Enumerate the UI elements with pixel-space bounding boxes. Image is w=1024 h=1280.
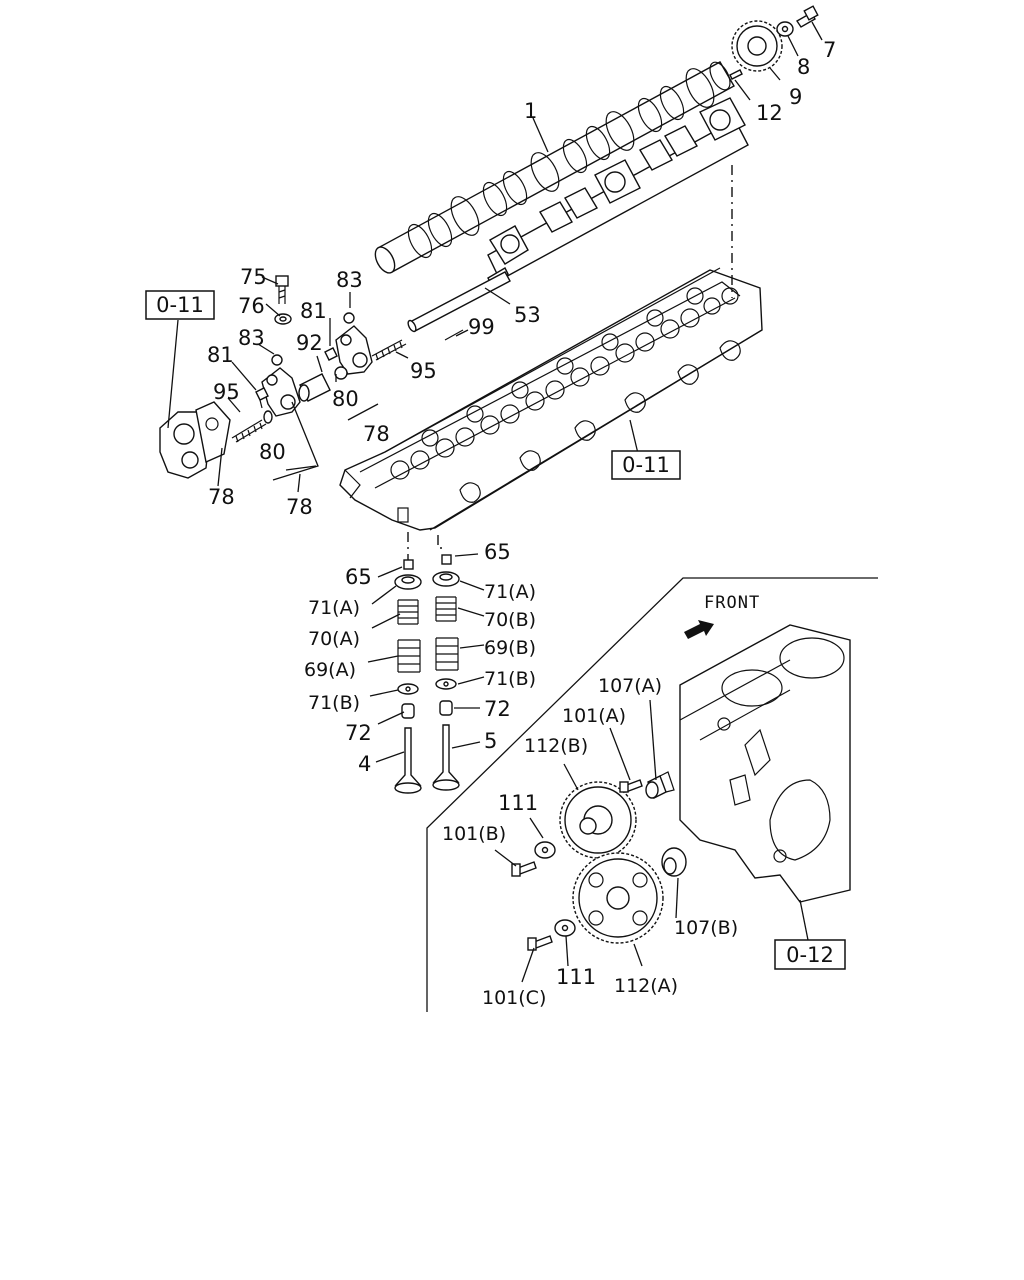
front-label: FRONT xyxy=(704,593,760,613)
ref-label: 0-12 xyxy=(786,943,834,967)
part-label: 69(A) xyxy=(304,659,356,681)
bush-92 xyxy=(298,373,331,402)
part-label: 99 xyxy=(468,315,495,339)
inset-frame xyxy=(426,577,878,1012)
ref-label: 0-11 xyxy=(156,293,204,317)
part-label: 8 xyxy=(797,55,810,79)
rocker-assembly xyxy=(487,97,749,285)
idler-gear-112a xyxy=(572,852,664,944)
part-label: 72 xyxy=(484,697,511,721)
part-label: 92 xyxy=(296,331,323,355)
front-arrow-icon xyxy=(684,620,714,639)
screw-81-right xyxy=(324,347,338,361)
part-label: 4 xyxy=(358,752,371,776)
camshaft xyxy=(374,61,735,274)
bracket-78 xyxy=(159,401,231,479)
part-label: 112(B) xyxy=(524,735,588,757)
bolt-101a xyxy=(619,779,643,793)
part-label: 78 xyxy=(208,485,235,509)
part-labels: 1 7 8 9 12 53 99 75 76 83 81 83 92 81 95… xyxy=(207,38,836,1009)
ref-box-middle[interactable]: 0-11 xyxy=(611,450,681,480)
ref-label: 0-11 xyxy=(622,453,670,477)
bolt-7 xyxy=(796,5,819,28)
leader-lines xyxy=(167,21,823,983)
part-label: 83 xyxy=(238,326,265,350)
washer-76 xyxy=(274,313,292,325)
rocker-shaft-53 xyxy=(407,271,511,333)
part-label: 101(C) xyxy=(482,987,546,1009)
part-label: 111 xyxy=(556,965,596,989)
part-label: 83 xyxy=(336,268,363,292)
bolt-75 xyxy=(275,275,289,304)
part-label: 5 xyxy=(484,729,497,753)
cam-gear xyxy=(731,20,783,72)
part-label: 7 xyxy=(823,38,836,62)
spring-95-left xyxy=(231,410,273,443)
nut-83-left xyxy=(271,354,283,366)
part-label: 76 xyxy=(238,294,265,318)
part-label: 71(B) xyxy=(484,668,536,690)
bolt-101b xyxy=(511,861,537,877)
washer-111b xyxy=(554,919,576,937)
part-label: 65 xyxy=(345,565,372,589)
part-label: 12 xyxy=(756,101,783,125)
part-label: 101(B) xyxy=(442,823,506,845)
ref-box-bottom[interactable]: 0-12 xyxy=(774,939,846,970)
part-label: 1 xyxy=(524,99,537,123)
nut-83-right xyxy=(343,312,355,324)
part-label: 9 xyxy=(789,85,802,109)
valve-train-left xyxy=(394,559,422,794)
part-label: 78 xyxy=(286,495,313,519)
part-label: 81 xyxy=(207,343,234,367)
idler-shaft-107a xyxy=(645,771,675,799)
part-label: 71(A) xyxy=(308,597,360,619)
part-label: 81 xyxy=(300,299,327,323)
part-label: 53 xyxy=(514,303,541,327)
part-label: 69(B) xyxy=(484,637,536,659)
cylinder-head xyxy=(339,267,763,531)
washer-8 xyxy=(776,21,794,37)
part-label: 72 xyxy=(345,721,372,745)
alignment-lines xyxy=(407,165,733,560)
part-label: 70(A) xyxy=(308,628,360,650)
part-label: 95 xyxy=(410,359,437,383)
pin-99 xyxy=(444,329,464,341)
part-label: 111 xyxy=(498,791,538,815)
idler-gear-112b xyxy=(559,781,637,859)
part-label: 80 xyxy=(259,440,286,464)
part-label: 75 xyxy=(240,265,267,289)
part-label: 70(B) xyxy=(484,609,536,631)
washer-111a xyxy=(534,841,556,859)
spring-95-right xyxy=(371,339,407,361)
rocker-arm-80-left xyxy=(261,367,301,417)
engine-block xyxy=(679,624,851,903)
part-label: 101(A) xyxy=(562,705,626,727)
bolt-101c xyxy=(527,935,553,951)
ref-box-top-left[interactable]: 0-11 xyxy=(145,290,215,320)
rocker-arm-80-right xyxy=(334,325,373,380)
part-label: 71(A) xyxy=(484,581,536,603)
part-label: 71(B) xyxy=(308,692,360,714)
part-label: 107(A) xyxy=(598,675,662,697)
part-label: 80 xyxy=(332,387,359,411)
part-label: 107(B) xyxy=(674,917,738,939)
part-label: 95 xyxy=(213,380,240,404)
screw-81-left xyxy=(255,387,269,409)
idler-shaft-107b xyxy=(661,847,687,877)
part-label: 112(A) xyxy=(614,975,678,997)
key-12 xyxy=(729,69,743,80)
part-label: 78 xyxy=(363,422,390,446)
valve-train-right xyxy=(432,554,460,791)
part-label: 65 xyxy=(484,540,511,564)
